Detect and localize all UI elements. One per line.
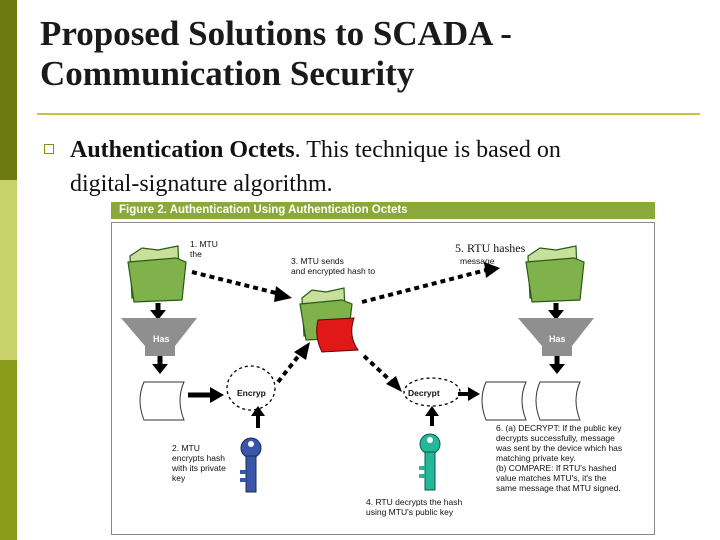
bullet-bold-term: Authentication Octets [70,137,295,163]
arrowhead-down-left-2 [152,364,168,374]
hash-label-right: Has [549,334,566,344]
step-1-label: 1. MTU the [190,239,218,259]
hash-document-left [139,381,185,421]
sidebar-block-mid [0,180,17,360]
rtu-hash-document [535,381,581,421]
bullet-line-2: digital-signature algorithm. [70,171,333,197]
encrypt-label: Encryp [237,388,266,398]
dotted-arrow-encrypt-to-sends [276,352,302,384]
hash-label-left: Has [153,334,170,344]
step-3-label: 3. MTU sends and encrypted hash to [291,256,376,276]
arrowhead-encrypt-sends [294,342,310,360]
step-5-sub: message [460,256,495,266]
step-5-title: 5. RTU hashes [455,241,526,255]
folder-icon-rtu [525,245,585,303]
title-line-1: Proposed Solutions to SCADA - [40,14,512,53]
folder-icon-mtu [127,245,187,303]
bullet-rest: . This technique is based on [294,137,561,163]
bullet-square-icon [44,144,54,154]
arrowhead-down-right [548,310,564,320]
step-2-label: 2. MTU encrypts hash with its private ke… [172,443,226,483]
sidebar-block-bottom [0,360,17,540]
arrowhead-down-right-2 [549,364,565,374]
arrowhead-to-decrypt [386,376,402,392]
title-divider [37,113,700,115]
arrowhead-right-encrypt [210,387,224,403]
decrypted-hash-document [481,381,527,421]
dotted-arrow-sends-to-decrypt [362,354,396,386]
bullet-text: Authentication Octets. This technique is… [70,133,695,201]
hash-funnel-left [121,318,197,356]
encrypt-circle [226,365,276,411]
decrypt-label: Decrypt [408,388,440,398]
step-6-label: 6. (a) DECRYPT: If the public key decryp… [496,423,623,493]
sidebar-block-top [0,0,17,180]
arrowhead-down-left [150,310,166,320]
arrowhead-decrypt-doc [468,387,480,401]
figure-header: Figure 2. Authentication Using Authentic… [111,202,655,219]
sidebar-accent [0,0,17,540]
arrowhead-up-key [251,406,265,416]
slide-title: Proposed Solutions to SCADA - Communicat… [40,14,700,94]
public-key-icon [419,433,441,491]
arrowhead-up-key-2 [425,406,439,416]
dotted-arrow-sends-to-rtu [361,268,487,304]
arrowhead-mtu-sends [274,286,292,302]
hash-funnel-right [518,318,594,356]
title-line-2: Communication Security [40,54,415,93]
private-key-icon [240,437,262,493]
dotted-arrow-mtu-to-sends [191,270,281,296]
arrowhead-to-rtu [484,262,500,278]
step-4-label: 4. RTU decrypts the hash using MTU's pub… [366,497,463,517]
encrypted-hash-document [316,317,359,353]
